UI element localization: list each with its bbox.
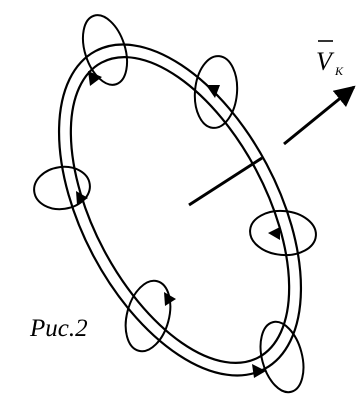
loop-arrowhead-lower-left <box>164 292 176 306</box>
circulation-loop-lower-left <box>124 279 172 353</box>
vector-symbol: V <box>316 47 335 76</box>
circulation-loop-top <box>81 14 129 86</box>
velocity-arrow <box>283 85 356 146</box>
loop-arrowhead-upper-right <box>206 85 220 98</box>
ring-inner-edge <box>69 56 291 364</box>
velocity-axis-line <box>188 156 263 207</box>
loop-arrowhead-right <box>268 227 280 240</box>
loop-arrowhead-bottom <box>252 364 266 378</box>
ring-outer-edge <box>57 43 303 377</box>
vortex-ring <box>57 43 303 377</box>
velocity-vector-label: V K <box>316 40 344 78</box>
circulation-loop-bottom <box>259 320 305 394</box>
circulation-loop-upper-right <box>193 55 239 129</box>
circulation-loops <box>33 14 317 394</box>
circulation-arrowheads <box>76 71 280 378</box>
circulation-loop-right <box>249 209 317 257</box>
vector-subscript: K <box>334 64 344 78</box>
loop-arrowhead-left <box>76 191 88 205</box>
circulation-loop-left <box>33 165 91 211</box>
figure-caption: Рис.2 <box>29 315 88 342</box>
loop-arrowhead-top <box>88 71 102 86</box>
